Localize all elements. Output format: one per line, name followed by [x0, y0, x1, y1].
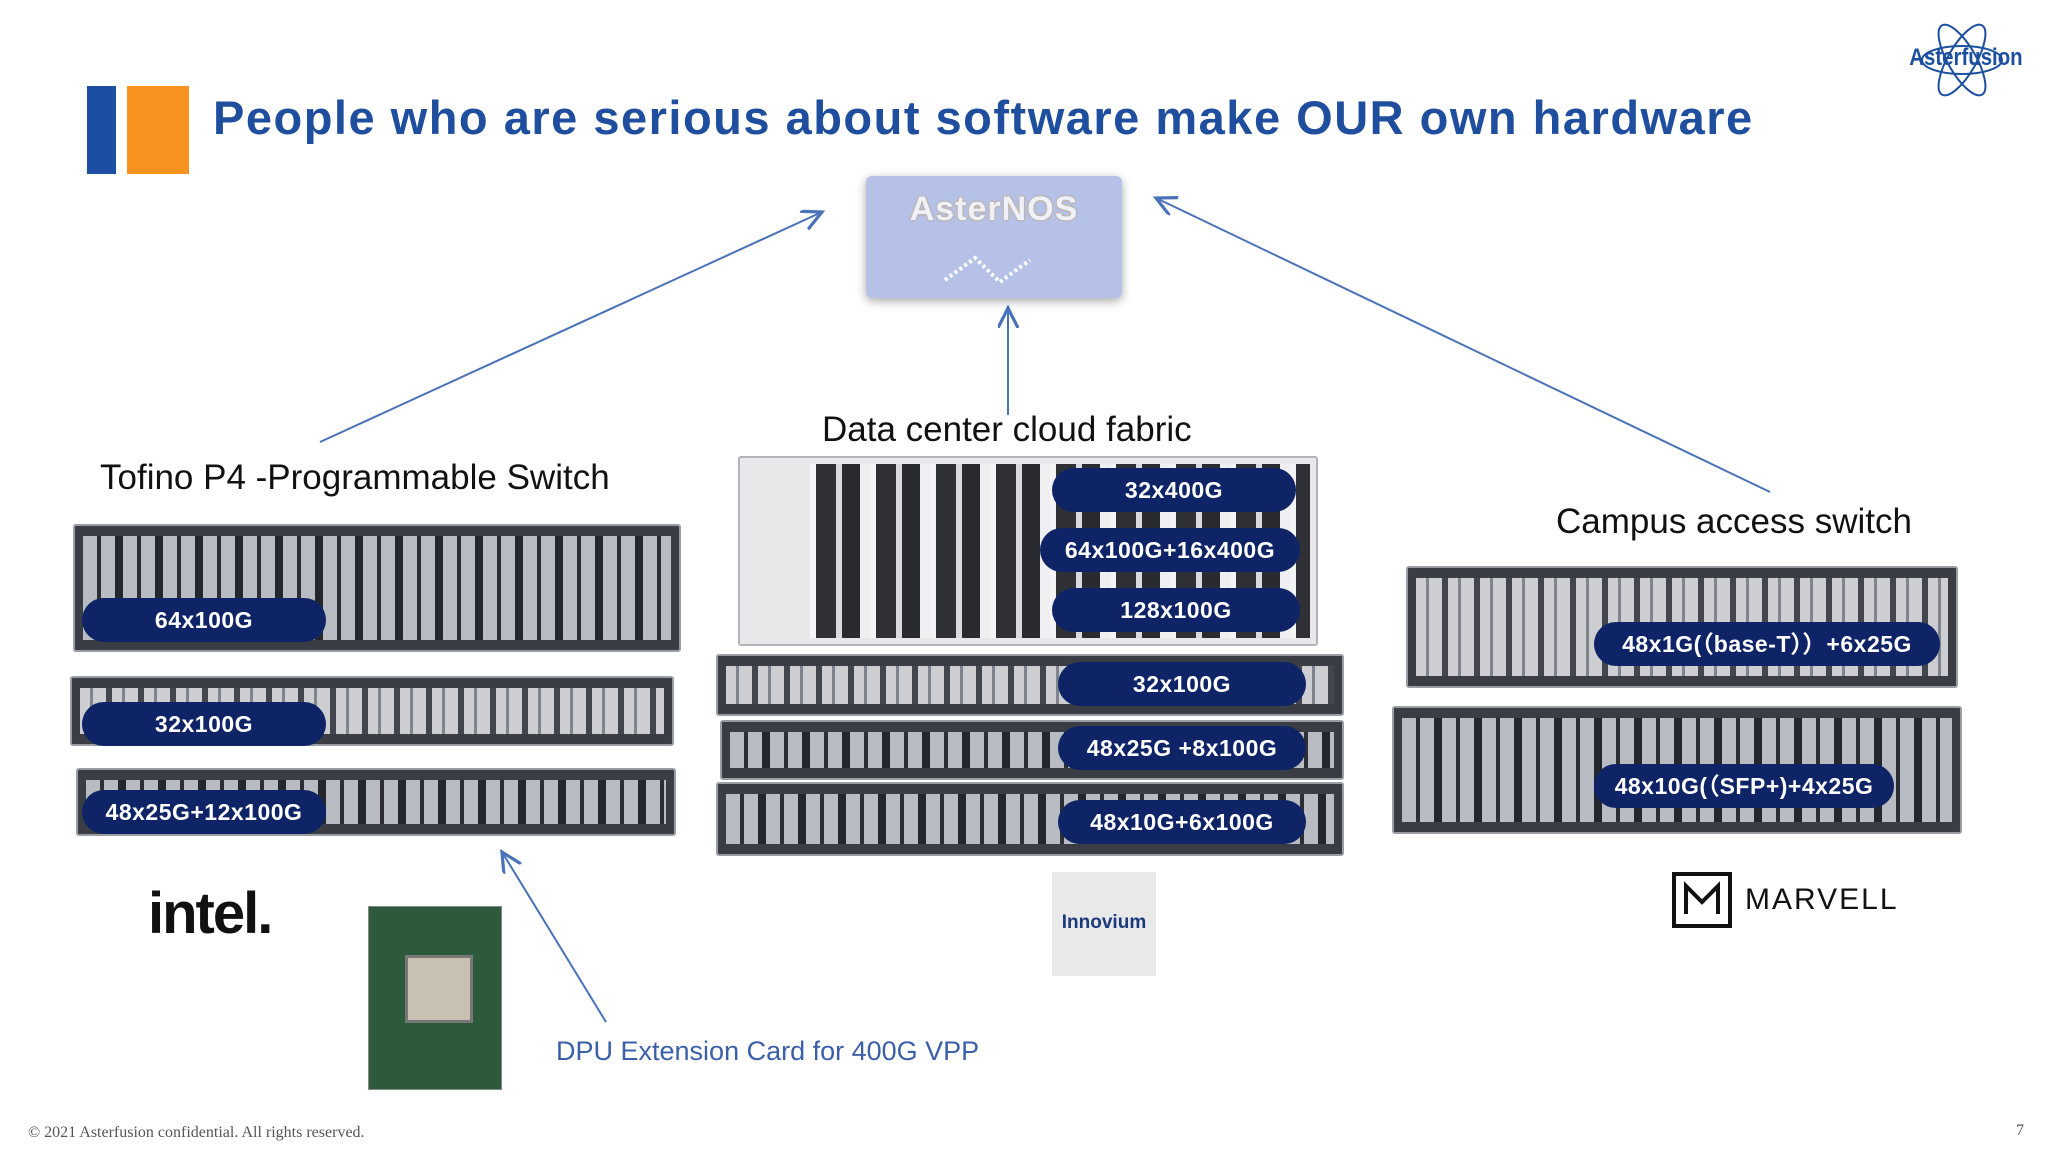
innovium-logo-box — [1052, 872, 1156, 976]
switch-64x100g — [73, 524, 681, 652]
model-pill: 64x100G+16x400G — [1040, 528, 1300, 572]
model-pill: 32x100G — [1058, 662, 1306, 706]
model-pill: 48x10G+6x100G — [1058, 800, 1306, 844]
model-pill: 64x100G — [82, 598, 326, 642]
innovium-logo: Innovium — [1061, 912, 1147, 933]
marvell-logo: MARVELL — [1745, 883, 1899, 916]
model-pill: 128x100G — [1052, 588, 1300, 632]
arrow-right — [1156, 198, 1771, 493]
dpu-label: DPU Extension Card for 400G VPP — [556, 1036, 980, 1066]
asternos-box — [866, 176, 1122, 298]
slide-title: People who are serious about software ma… — [213, 91, 1754, 144]
asterfusion-logo-icon — [1921, 23, 2003, 97]
model-pill: 48x25G+12x100G — [82, 790, 326, 834]
title-accent-blue — [87, 86, 116, 174]
copyright-footer: © 2021 Asterfusion confidential. All rig… — [28, 1124, 365, 1141]
logo-text: Asterfusion — [1909, 44, 2023, 71]
model-pill: 32x100G — [82, 702, 326, 746]
title-accent-orange — [127, 86, 189, 174]
model-pill: 32x400G — [1052, 468, 1296, 512]
marvell-logo-icon — [1672, 872, 1732, 928]
arrow-left — [319, 212, 822, 443]
dpu-chip — [405, 955, 473, 1023]
tofino-heading: Tofino P4 -Programmable Switch — [100, 458, 610, 497]
model-pill: 48x25G +8x100G — [1058, 726, 1306, 770]
arrow-dpu — [502, 852, 607, 1023]
asternos-label: AsterNOS — [909, 190, 1079, 228]
model-pill: 48x1G(（base-T））+6x25G — [1594, 622, 1940, 666]
model-pill: 48x10G(（SFP+)+4x25G — [1594, 764, 1894, 808]
asternos-wave-icon — [943, 255, 1032, 285]
datacenter-heading: Data center cloud fabric — [822, 410, 1192, 449]
campus-heading: Campus access switch — [1556, 502, 1912, 541]
page-number: 7 — [2016, 1122, 2024, 1139]
intel-logo: intel. — [148, 881, 273, 946]
dpu-card-image — [368, 906, 502, 1090]
